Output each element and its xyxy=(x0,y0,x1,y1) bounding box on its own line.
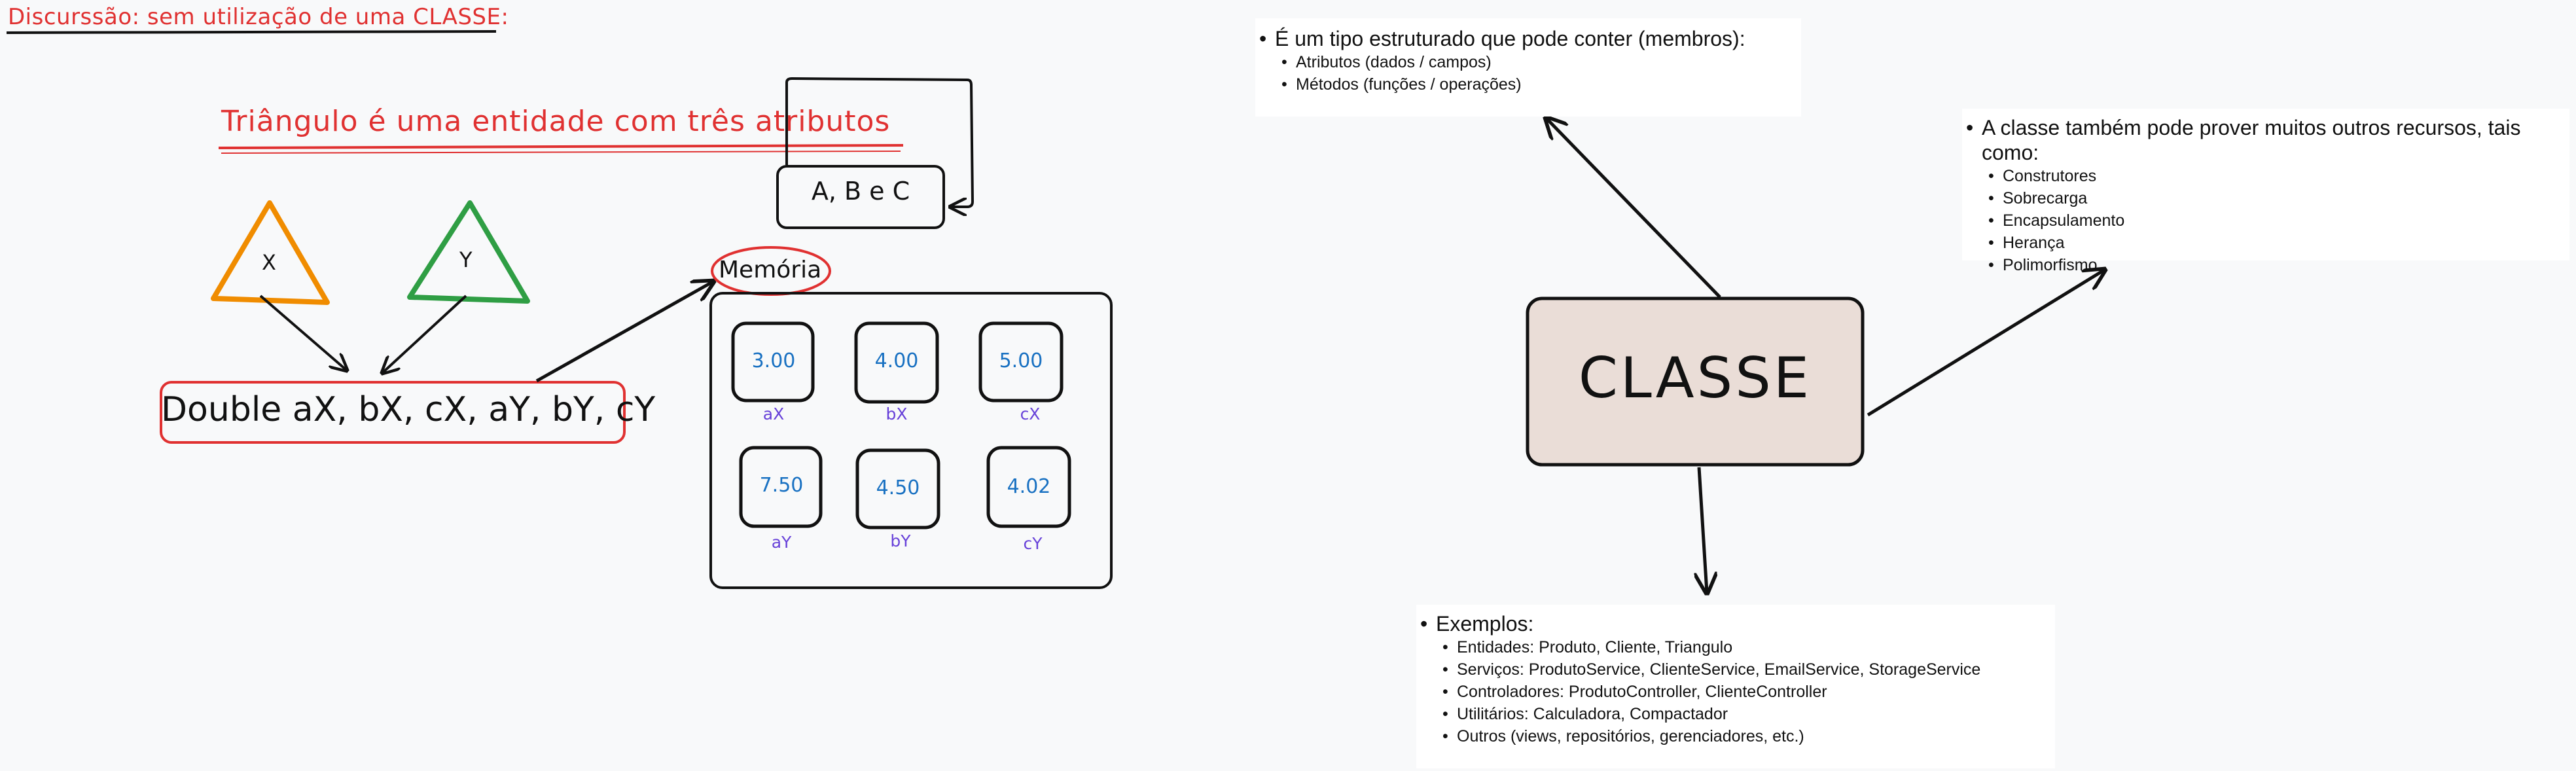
note-examples-sub-3: Controladores: ProdutoController, Client… xyxy=(1437,681,2055,703)
note-resources-sub-5: Polimorfismo xyxy=(1983,254,2569,276)
triangle-subtitle: Triângulo é uma entidade com três atribu… xyxy=(221,105,891,138)
attributes-box-shape xyxy=(776,165,945,229)
arrow-y-to-double xyxy=(382,295,467,373)
note-examples-sub-1: Entidades: Produto, Cliente, Triangulo xyxy=(1437,636,2055,658)
page-heading: Discurssão: sem utilização de uma CLASSE… xyxy=(8,4,509,30)
note-resources-sub-1: Construtores xyxy=(1983,165,2569,187)
memory-cell-bx xyxy=(854,321,939,404)
cell-bx-name: bX xyxy=(885,404,908,423)
memoria-label: Memória xyxy=(719,257,822,283)
triangle-x-shape xyxy=(211,200,330,305)
arrow-x-to-double xyxy=(259,295,347,370)
triangle-x-label: X xyxy=(262,250,276,275)
arrow-classe-to-bottom-note xyxy=(1699,467,1707,593)
arrow-double-to-memoria xyxy=(535,281,713,383)
note-examples-sub-5: Outros (views, repositórios, gerenciador… xyxy=(1437,725,2055,747)
subtitle-underline xyxy=(218,144,904,149)
note-examples-sub-2: Serviços: ProdutoService, ClienteService… xyxy=(1437,658,2055,681)
heading-underline xyxy=(6,30,497,34)
memory-cell-cy xyxy=(986,446,1071,528)
cell-ax-value: 3.00 xyxy=(751,350,796,372)
cell-ax-name: aX xyxy=(762,404,785,423)
cell-by-value: 4.50 xyxy=(876,476,920,499)
cell-ay-name: aY xyxy=(771,533,792,552)
note-resources-sub-3: Encapsulamento xyxy=(1983,209,2569,232)
note-examples-item: Exemplos: xyxy=(1416,611,2055,636)
cell-by-name: bY xyxy=(890,531,911,550)
note-resources-sub-2: Sobrecarga xyxy=(1983,187,2569,209)
arrow-classe-to-top-note xyxy=(1546,118,1721,298)
note-members: É um tipo estruturado que pode conter (m… xyxy=(1255,18,1801,117)
classe-label: CLASSE xyxy=(1578,346,1812,411)
arrow-classe-to-right-note xyxy=(1867,270,2105,417)
classe-box xyxy=(1526,296,1865,467)
memory-box xyxy=(709,292,1113,589)
cell-ay-value: 7.50 xyxy=(759,474,804,497)
cell-bx-value: 4.00 xyxy=(874,350,919,372)
note-resources-item: A classe também pode prover muitos outro… xyxy=(1962,115,2569,165)
attributes-box-label: A, B e C xyxy=(811,177,910,206)
memory-cell-by xyxy=(855,448,940,529)
cell-cy-name: cY xyxy=(1023,534,1043,553)
triangle-y-shape xyxy=(407,200,530,304)
memory-cell-cx xyxy=(978,321,1064,403)
cell-cx-name: cX xyxy=(1020,404,1041,423)
subtitle-underline-2 xyxy=(221,151,901,154)
cell-cx-value: 5.00 xyxy=(999,350,1043,372)
double-decl-box xyxy=(160,381,626,444)
note-examples-sub-4: Utilitários: Calculadora, Compactador xyxy=(1437,703,2055,725)
note-resources: A classe também pode prover muitos outro… xyxy=(1962,109,2569,276)
note-resources-sub-4: Herança xyxy=(1983,232,2569,254)
memory-cell-ay xyxy=(739,446,823,528)
cell-cy-value: 4.02 xyxy=(1007,475,1051,498)
triangle-y-label: Y xyxy=(459,247,473,272)
note-members-item: É um tipo estruturado que pode conter (m… xyxy=(1255,26,1801,51)
note-members-sub-2: Métodos (funções / operações) xyxy=(1276,73,1801,96)
memory-cell-ax xyxy=(731,321,815,403)
double-decl-text: Double aX, bX, cX, aY, bY, cY xyxy=(161,390,656,429)
note-members-sub-1: Atributos (dados / campos) xyxy=(1276,51,1801,73)
attributes-loop-arrow xyxy=(785,77,975,207)
note-examples: Exemplos: Entidades: Produto, Cliente, T… xyxy=(1416,605,2055,768)
